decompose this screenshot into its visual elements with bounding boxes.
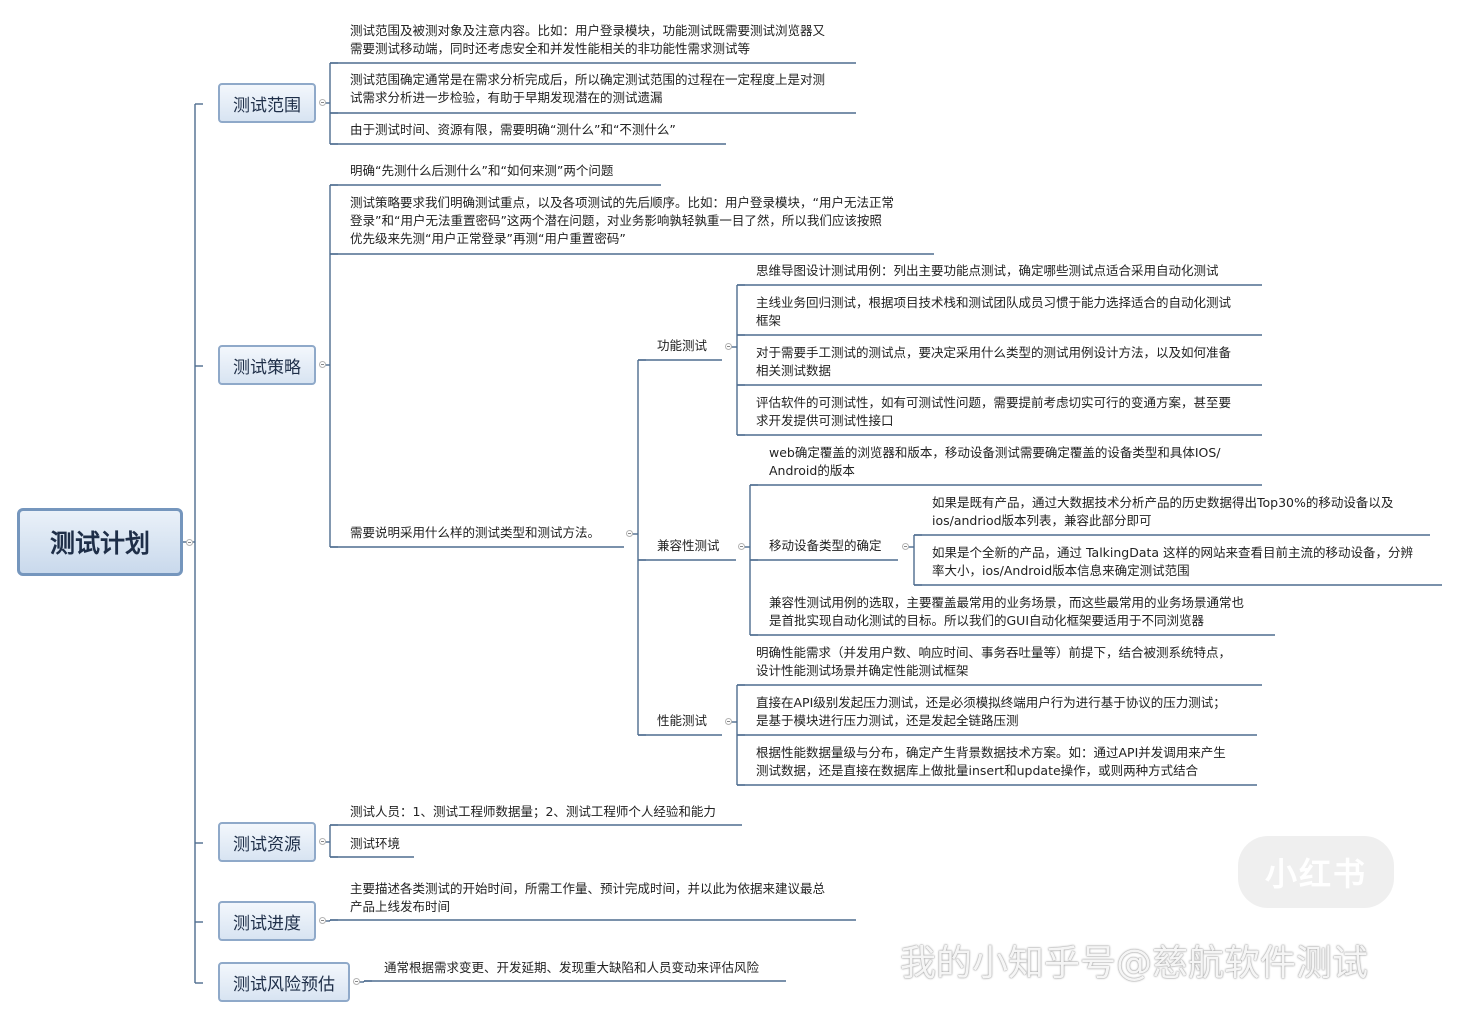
branch-strategy[interactable]: 测试策略 <box>218 345 316 385</box>
collapse-risk-icon[interactable] <box>353 978 360 985</box>
type-perf[interactable]: 性能测试 <box>657 713 708 728</box>
collapse-strategy-icon[interactable] <box>319 361 326 368</box>
risk-item-1: 通常根据需求变更、开发延期、发现重大缺陷和人员变动来评估风险 <box>384 960 760 975</box>
compat-item-2: 兼容性测试用例的选取，主要覆盖最常用的业务场景，而这些最常用的业务场景通常也是首… <box>769 595 1245 628</box>
collapse-perf-icon[interactable] <box>725 718 732 725</box>
functional-item-2: 主线业务回归测试，根据项目技术栈和测试团队成员习惯于能力选择适合的自动化测试框架 <box>756 295 1232 328</box>
compat-item-1: web确定覆盖的浏览器和版本，移动设备测试需要确定覆盖的设备类型和具体IOS/A… <box>769 445 1221 478</box>
collapse-device-icon[interactable] <box>902 543 909 550</box>
functional-item-4: 评估软件的可测试性，如有可测试性问题，需要提前考虑切实可行的变通方案，甚至要求开… <box>756 395 1232 428</box>
compat-device[interactable]: 移动设备类型的确定 <box>769 538 882 553</box>
perf-item-2: 直接在API级别发起压力测试，还是必须模拟终端用户行为进行基于协议的压力测试；是… <box>756 695 1226 728</box>
root-node[interactable]: 测试计划 <box>17 508 183 576</box>
type-compat[interactable]: 兼容性测试 <box>657 538 720 553</box>
branch-scope[interactable]: 测试范围 <box>218 83 316 123</box>
scope-item-3: 由于测试时间、资源有限，需要明确“测什么”和“不测什么” <box>350 122 676 137</box>
perf-item-3: 根据性能数据量级与分布，确定产生背景数据技术方案。如：通过API并发调用来产生测… <box>756 745 1226 778</box>
collapse-scope-icon[interactable] <box>319 99 326 106</box>
perf-item-1: 明确性能需求（并发用户数、响应时间、事务吞吐量等）前提下，结合被测系统特点，设计… <box>756 645 1232 678</box>
collapse-root-icon[interactable] <box>186 539 193 546</box>
watermark-text: 我的小知乎号@慈航软件测试 <box>900 943 1369 984</box>
scope-item-2: 测试范围确定通常是在需求分析完成后，所以确定测试范围的过程在一定程度上是对测试需… <box>350 72 826 105</box>
collapse-compat-icon[interactable] <box>738 543 745 550</box>
collapse-resource-icon[interactable] <box>319 838 326 845</box>
collapse-schedule-icon[interactable] <box>319 917 326 924</box>
resource-item-1: 测试人员：1、测试工程师数据量；2、测试工程师个人经验和能力 <box>350 804 716 819</box>
branch-risk[interactable]: 测试风险预估 <box>218 962 350 1002</box>
type-functional[interactable]: 功能测试 <box>657 338 708 353</box>
functional-item-3: 对于需要手工测试的测试点，要决定采用什么类型的测试用例设计方法，以及如何准备相关… <box>756 345 1232 378</box>
branch-resource[interactable]: 测试资源 <box>218 822 316 862</box>
branch-schedule[interactable]: 测试进度 <box>218 901 316 941</box>
watermark-badge: 小红书 <box>1238 836 1394 908</box>
collapse-functional-icon[interactable] <box>725 343 732 350</box>
strategy-item-1: 明确“先测什么后测什么”和“如何来测”两个问题 <box>350 163 614 178</box>
device-item-2: 如果是个全新的产品，通过 TalkingData 这样的网站来查看目前主流的移动… <box>932 545 1414 578</box>
strategy-item-3[interactable]: 需要说明采用什么样的测试类型和测试方法。 <box>350 525 601 540</box>
resource-item-2: 测试环境 <box>350 836 401 851</box>
strategy-item-2: 测试策略要求我们明确测试重点，以及各项测试的先后顺序。比如：用户登录模块，“用户… <box>350 195 894 246</box>
scope-item-1: 测试范围及被测对象及注意内容。比如：用户登录模块，功能测试既需要测试浏览器又需要… <box>350 23 826 56</box>
schedule-item-1: 主要描述各类测试的开始时间，所需工作量、预计完成时间，并以此为依据来建议最总产品… <box>350 881 826 914</box>
collapse-methods-icon[interactable] <box>626 530 633 537</box>
functional-item-1: 思维导图设计测试用例：列出主要功能点测试，确定哪些测试点适合采用自动化测试 <box>756 263 1219 278</box>
